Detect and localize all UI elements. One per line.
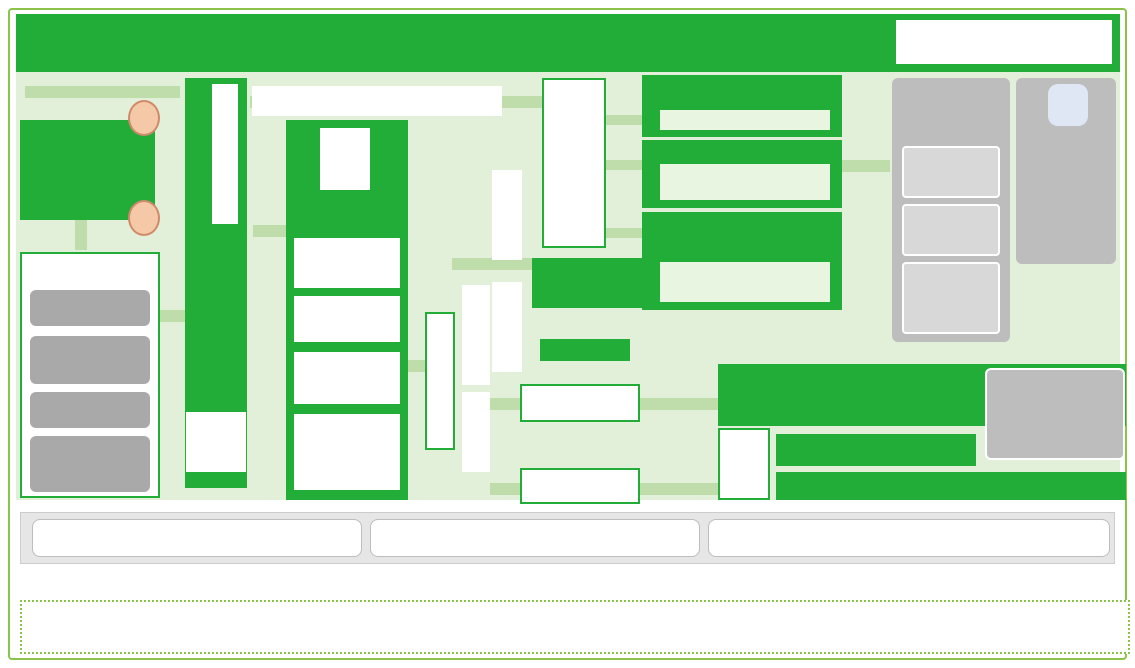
flow-arrow-doctor-to-medical bbox=[605, 115, 645, 125]
home-care-wide-area-item bbox=[902, 262, 1000, 334]
surveillance-pill bbox=[370, 519, 700, 557]
flow-arrow-fever-to-test bbox=[75, 220, 87, 250]
flow-arrow-decision-home bbox=[452, 258, 542, 270]
flow-arrow-to-facilities bbox=[640, 398, 720, 410]
care-coordination-box bbox=[520, 384, 640, 422]
admission-box bbox=[718, 428, 770, 500]
home-care-online-item bbox=[902, 204, 1000, 256]
flow-arrow-to-admission bbox=[640, 483, 718, 495]
flow-arrow-decision-hospital bbox=[490, 483, 520, 495]
flow-arrow-top bbox=[25, 86, 180, 98]
admission-required-label bbox=[462, 392, 490, 472]
flow-arrow-to-home-care bbox=[835, 160, 890, 172]
flow-arrow-test-to-diagnosis bbox=[155, 310, 185, 322]
direct-application-label bbox=[540, 339, 630, 361]
flow-arrow-to-decision bbox=[405, 360, 425, 372]
person-icon bbox=[128, 100, 160, 136]
admission-not-required-label bbox=[462, 285, 490, 385]
home-care-children-item bbox=[902, 146, 1000, 198]
flow-arrow-obs-to-doctor bbox=[500, 96, 545, 108]
testing-item-intensive bbox=[30, 336, 150, 384]
pill-icon bbox=[1048, 84, 1088, 126]
diagnosis-treatment-policy-label bbox=[212, 84, 238, 224]
early-observation-chip bbox=[660, 110, 830, 130]
flow-arrow-positive bbox=[253, 225, 291, 237]
hc-item-anxiety bbox=[292, 350, 402, 406]
hc-item-fuc bbox=[292, 294, 402, 344]
flow-arrow-doctor-to-fuc bbox=[605, 228, 645, 238]
building-icon bbox=[320, 128, 370, 190]
testing-item-administrative bbox=[30, 290, 150, 326]
fever-consultation-center-box bbox=[20, 120, 155, 220]
mild-patients-chip bbox=[660, 164, 830, 200]
function-enhancement-box bbox=[985, 368, 1125, 460]
other-reported-chip bbox=[660, 262, 830, 302]
uchi-sapo-box bbox=[532, 258, 642, 308]
expert-knowledge-pill bbox=[708, 519, 1110, 557]
person-icon bbox=[128, 200, 160, 236]
doctor-icon bbox=[186, 412, 246, 472]
hc-item-dx bbox=[292, 236, 402, 290]
admission-decision-box bbox=[425, 312, 455, 450]
hospital-bar bbox=[776, 434, 976, 466]
home-care-label bbox=[492, 170, 522, 260]
doctor-health-observation-box bbox=[542, 78, 606, 248]
hotel-care-label bbox=[492, 282, 522, 372]
title-badge bbox=[894, 18, 1114, 66]
testing-item-free bbox=[30, 392, 150, 428]
oxygen-station-bar bbox=[776, 472, 1126, 500]
testing-item-kit bbox=[30, 436, 150, 492]
flow-arrow-decision-hotel bbox=[490, 398, 520, 410]
hospital-admission-coordination-box bbox=[520, 468, 640, 504]
flow-arrow-doctor-to-hc bbox=[605, 160, 645, 170]
hc-item-emergency bbox=[292, 412, 402, 492]
reporting-target-note bbox=[20, 600, 1130, 654]
observation-continuation-label bbox=[252, 86, 502, 116]
monitoring-pill bbox=[32, 519, 362, 557]
